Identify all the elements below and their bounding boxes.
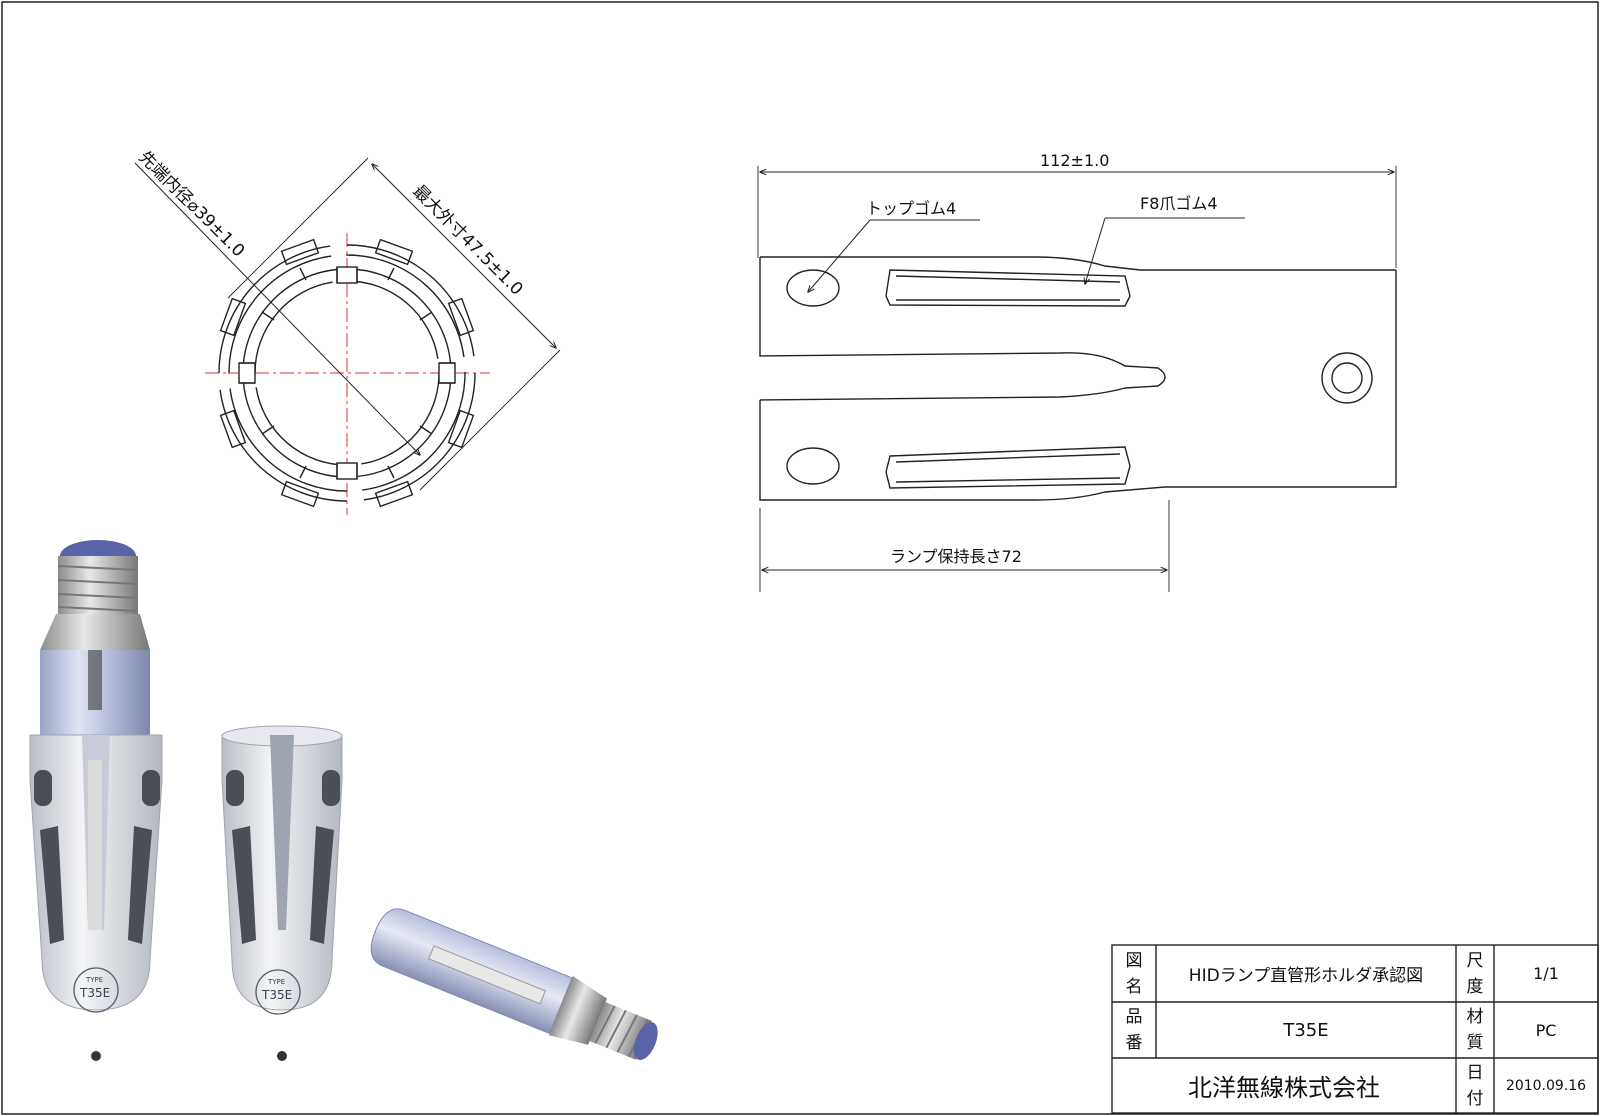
badge-type-2: TYPE	[267, 978, 285, 986]
part-number-value: T35E	[1283, 1019, 1329, 1041]
badge-model-2: T35E	[261, 988, 292, 1002]
top-rubber-lower	[786, 447, 840, 485]
lamp-with-holder: TYPE T35E	[29, 540, 163, 1061]
lamp-lying	[370, 908, 658, 1061]
mount-hole-inner	[1331, 362, 1363, 394]
part-number-label: 品番	[1125, 1007, 1143, 1053]
claw-rubber-upper	[885, 269, 1131, 307]
length-dim: 112±1.0	[1040, 151, 1109, 170]
scale-value: 1/1	[1533, 964, 1559, 983]
badge-model-1: T35E	[79, 986, 110, 1000]
date-label: 日付	[1466, 1062, 1484, 1109]
holder-alone: TYPE T35E	[221, 725, 343, 1061]
holder-side-view	[757, 166, 1397, 592]
inner-diameter-dim: 先端内径⌀39±1.0	[134, 147, 248, 261]
material-value: PC	[1535, 1020, 1557, 1040]
drawing-name-label: 図名	[1125, 950, 1143, 997]
ring-segments	[218, 238, 476, 508]
top-rubber-upper	[786, 269, 840, 307]
date-value: 2010.09.16	[1505, 1077, 1587, 1094]
title-block-frame	[1111, 944, 1599, 1114]
product-photo: TYPE T35E TYPE T35E	[29, 540, 658, 1061]
top-rubber-label: トップゴム4	[866, 199, 956, 218]
holding-length-dim: ランプ保持長さ72	[890, 547, 1022, 566]
material-label: 材質	[1466, 1007, 1484, 1053]
claw-rubber-lower	[885, 446, 1131, 489]
ring-section-view: 先端内径⌀39±1.0 最大外寸47.5±1.0	[134, 147, 561, 515]
badge-type-1: TYPE	[85, 976, 103, 984]
mount-hole-outer	[1321, 352, 1373, 404]
max-outer-dim: 最大外寸47.5±1.0	[408, 181, 526, 299]
claw-rubber-label: F8爪ゴム4	[1140, 194, 1218, 213]
company-name: 北洋無線株式会社	[1188, 1074, 1380, 1102]
scale-label: 尺度	[1466, 950, 1484, 997]
drawing-name-value: HIDランプ直管形ホルダ承認図	[1188, 966, 1424, 986]
